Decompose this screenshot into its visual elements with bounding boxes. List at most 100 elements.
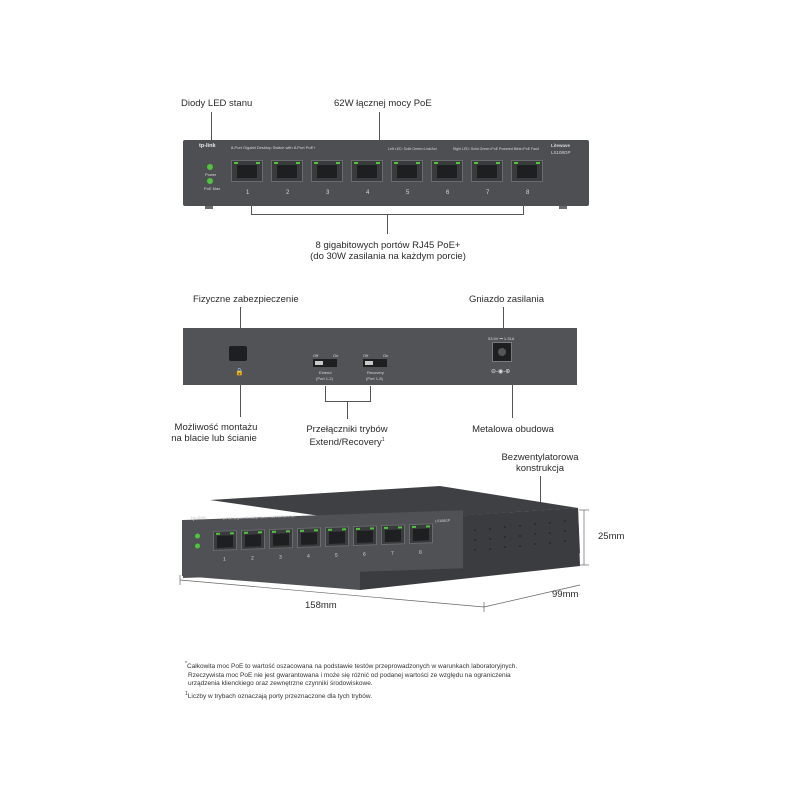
footnote-2-line1: Liczby w trybach oznaczają porty przezna… [187, 693, 373, 701]
rj45-port-8 [409, 523, 433, 545]
bracket-line [325, 386, 326, 402]
leader-line [379, 112, 380, 140]
rj45-port-5 [391, 160, 423, 182]
port-number: 4 [366, 190, 370, 196]
leader-line [540, 476, 541, 526]
port-number: 2 [286, 190, 290, 196]
recovery-label: Recovery [367, 370, 384, 375]
footnote-1-line2: Rzeczywista moc PoE nie jest gwarantowan… [188, 671, 511, 679]
footnote-ref: 1 [381, 437, 385, 443]
extend-ports-label: (Port 1-2) [316, 376, 333, 381]
bracket-line [370, 386, 371, 402]
poe-max-led-icon [207, 178, 213, 184]
switch2-off-label: Off [363, 353, 369, 358]
port-number: 3 [326, 190, 330, 196]
power-led-icon [195, 533, 200, 539]
port-number: 4 [307, 553, 310, 560]
rj45-port-6 [431, 160, 463, 182]
leader-line [240, 385, 241, 417]
device-title: 8-Port Gigabit Desktop Switch with 8-Por… [231, 145, 316, 150]
extend-label: Extend [319, 370, 332, 375]
mount-label-line2: na blacie lub ścianie [171, 433, 257, 444]
physical-security-label: Fizyczne zabezpieczenie [193, 294, 299, 305]
rj45-port-7 [381, 524, 405, 546]
dim-height-label: 25mm [598, 531, 625, 542]
power-socket-label: Gniazdo zasilania [469, 294, 544, 305]
rj45-port-8 [511, 160, 543, 182]
power-led-icon [207, 164, 213, 170]
model-number: LS108GP [551, 150, 571, 155]
led-legend-left: Left LED: Solid Green=Link/Act [388, 147, 437, 151]
port-number: 7 [391, 550, 394, 557]
rj45-port-1 [213, 530, 237, 551]
rj45-port-3 [311, 160, 343, 182]
bracket-line [347, 401, 348, 419]
switch1-on-label: On [333, 353, 339, 358]
bracket-line [251, 204, 252, 214]
leader-line [503, 307, 504, 329]
led-legend-right: Right LED: Solid Green=PoE Powered Blink… [453, 147, 539, 151]
kensington-slot [229, 346, 247, 361]
model-series: Litewave [551, 143, 571, 148]
rj45-port-4 [351, 160, 383, 182]
switch-front-foot [559, 206, 567, 209]
fanless-label-line2: konstrukcja [515, 463, 565, 474]
metal-case-label: Metalowa obudowa [472, 424, 554, 435]
footnote-1-line1: Całkowita moc PoE to wartość oszacowana … [186, 663, 518, 671]
switch2-on-label: On [383, 353, 389, 358]
recovery-dip-switch [363, 359, 387, 367]
rj45-port-3 [269, 528, 293, 549]
lock-icon: 🔒 [235, 369, 244, 376]
brand-logo: tp-link [199, 143, 216, 149]
dim-width-label: 158mm [305, 600, 337, 611]
poe-max-led-icon [195, 543, 200, 549]
poe-budget-label: 62W łącznej mocy PoE [334, 98, 432, 109]
polarity-icon: ⊖-◉-⊕ [491, 369, 511, 375]
port-number: 5 [335, 552, 338, 559]
power-rating-label: 53.5V ⎓ 1.31A [488, 336, 515, 341]
poe-max-led-label: PoE Max [204, 186, 221, 191]
port-number: 5 [406, 190, 410, 196]
footnote-marker: * [185, 661, 187, 667]
power-led-label: Power [205, 172, 217, 177]
dim-depth-label: 99mm [552, 589, 579, 600]
footnote-1-line3: urządzenia klienckiego oraz zewnętrzne c… [188, 680, 373, 688]
bracket-line [387, 214, 388, 234]
switch-back-panel: 🔒 Off On Extend (Port 1-2) Off On Recove… [183, 328, 577, 385]
leader-line [512, 385, 513, 418]
switch1-off-label: Off [313, 353, 319, 358]
leader-line [211, 112, 212, 140]
ports-label-line2: (do 30W zasilania na każdym porcie) [310, 251, 466, 262]
dc-power-jack [492, 342, 512, 362]
rj45-port-2 [241, 529, 265, 550]
leader-line [240, 307, 241, 329]
footnote-2: 1Liczby w trybach oznaczają porty przezn… [185, 690, 372, 702]
bracket-line [523, 204, 524, 214]
brand-logo: tp-link [191, 515, 206, 522]
extend-dip-switch [313, 359, 337, 367]
fanless-label-line1: Bezwentylatorowa [501, 452, 579, 463]
rj45-port-1 [231, 160, 263, 182]
switch-3d-front: tp-link 8-Port Gigabit Desktop Switch wi… [183, 510, 463, 578]
port-number: 8 [526, 190, 530, 196]
switch-front-foot [205, 206, 213, 209]
port-number: 7 [486, 190, 490, 196]
port-number: 2 [251, 555, 254, 562]
rj45-port-5 [325, 526, 349, 548]
rj45-port-4 [297, 527, 321, 549]
switches-label-line1: Przełączniki trybów [306, 424, 388, 435]
rj45-port-2 [271, 160, 303, 182]
footnote-marker: 1 [185, 691, 188, 697]
status-leds-label: Diody LED stanu [181, 98, 253, 109]
ports-label-line1: 8 gigabitowych portów RJ45 PoE+ [315, 240, 461, 251]
port-number: 1 [246, 190, 250, 196]
mount-label-line1: Możliwość montażu [174, 422, 258, 433]
recovery-ports-label: (Port 1-8) [366, 376, 383, 381]
model-number: LS108GP [435, 518, 451, 524]
port-number: 8 [419, 549, 422, 556]
switch-front-panel: tp-link 8-Port Gigabit Desktop Switch wi… [183, 140, 589, 206]
rj45-port-7 [471, 160, 503, 182]
rj45-port-6 [353, 525, 377, 547]
port-number: 6 [363, 551, 366, 558]
switches-label-line2: Extend/Recovery1 [309, 437, 385, 449]
